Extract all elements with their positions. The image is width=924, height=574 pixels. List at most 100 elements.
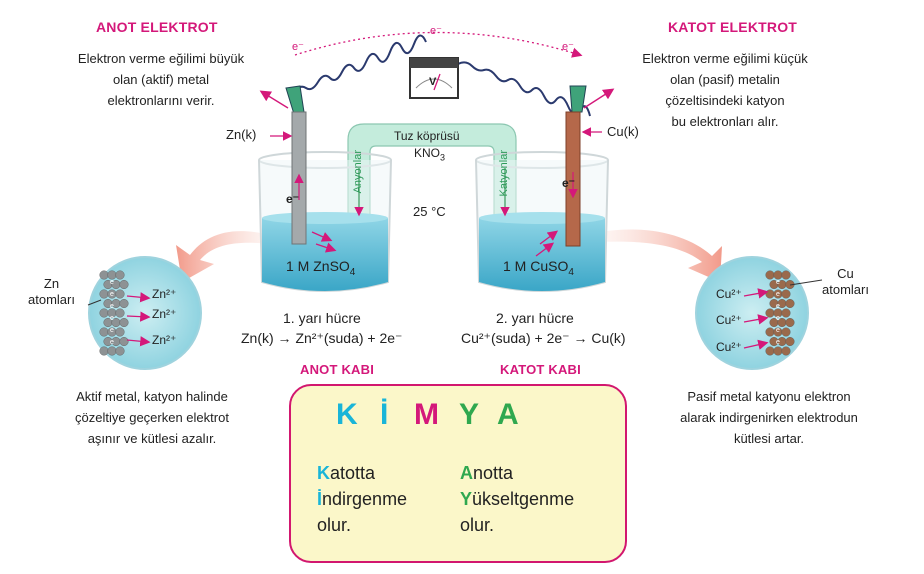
kimya-rest: olur. (460, 515, 495, 535)
atom (773, 270, 783, 280)
kimya-rest: notta (473, 463, 514, 483)
cu-ion-label: Cu²⁺ (716, 287, 742, 301)
salt-bridge-title: Tuz köprüsü (394, 129, 460, 143)
zinc-atoms-label: Zn atomları (28, 276, 75, 308)
anion-arrow-2 (315, 242, 337, 253)
kimya-cap: K (317, 463, 330, 483)
cu-ion-label: Cu²⁺ (716, 313, 742, 327)
anode-clip (285, 85, 305, 115)
atom (99, 308, 109, 318)
kimya-rest: ükseltgenme (472, 489, 575, 509)
zoom-label-line: atomları (28, 292, 75, 307)
formula-subscript: 3 (440, 152, 446, 163)
zn-ion-label: Zn²⁺ (152, 307, 177, 321)
electron-symbol: e (776, 291, 780, 298)
left-half-reaction: Zn(k) → Zn²⁺(suda) + 2e⁻ (241, 330, 403, 346)
copper-atoms-label: Cu atomları (822, 266, 869, 298)
electron-symbol: e (776, 303, 780, 310)
anode-note-line: aşınır ve kütlesi azalır. (87, 431, 217, 446)
wire-right (457, 61, 591, 117)
kimya-rest: ndirgenme (322, 489, 408, 509)
temperature-label: 25 °C (413, 204, 446, 219)
atom (99, 270, 109, 280)
left-half-cell-name: 1. yarı hücre (283, 310, 361, 326)
kimya-letter-y: Y (459, 398, 480, 431)
atom (785, 337, 795, 347)
atom (765, 270, 775, 280)
anode-electron-label: e⁻ (286, 192, 300, 206)
atom (115, 289, 125, 299)
salt-bridge-formula: KNO3 (414, 146, 445, 162)
cathode-description: Elektron verme eğilimi küçük olan (pasif… (612, 48, 838, 132)
kimya-left-line: İndirgenme (317, 486, 407, 512)
cathode-title: KATOT ELEKTROT (668, 19, 798, 35)
cathode-desc-line: bu elektronları alır. (671, 114, 779, 129)
anode-desc-line: Elektron verme eğilimi büyük (77, 51, 245, 66)
cathode-note-line: Pasif metal katyonu elektron (687, 389, 851, 404)
electron-symbol: e (110, 279, 114, 286)
kimya-cap: Y (460, 489, 473, 509)
kimya-right-line: olur. (460, 512, 574, 538)
cathode-note-line: alarak indirgenirken elektrodun (680, 410, 858, 425)
electron-symbol: e (110, 339, 114, 346)
anode-desc-line: olan (aktif) metal (112, 72, 210, 87)
electron-symbol: e (776, 279, 780, 286)
cathode-clip (569, 85, 587, 113)
atom (765, 327, 775, 337)
electron-label-left: e⁻ (292, 41, 304, 53)
zn-ion-label: Zn²⁺ (152, 287, 177, 301)
kimya-right-line: Anotta (460, 460, 574, 486)
anode-vessel-label: ANOT KABI (300, 362, 375, 377)
cation-arrow-2 (535, 242, 555, 257)
right-half-cell-name: 2. yarı hücre (496, 310, 574, 326)
kimya-left-line: Katotta (317, 460, 407, 486)
atom (107, 346, 117, 356)
anode-desc-line: elektronlarını verir. (107, 93, 215, 108)
cathode-vessel-label: KATOT KABI (500, 362, 581, 377)
kimya-left-line: olur. (317, 512, 407, 538)
zoom-arrow-left (176, 231, 270, 282)
atom (115, 308, 125, 318)
electron-label-mid: e⁻ (430, 25, 442, 37)
atom (115, 327, 125, 337)
cathode-desc-line: çözeltisindeki katyon (665, 93, 785, 108)
atom (781, 270, 791, 280)
zoom-label-line: atomları (822, 282, 869, 297)
atom (765, 308, 775, 318)
kimya-letter-a: A (497, 398, 519, 431)
cations-label: Katyonlar (498, 150, 510, 197)
atom (99, 327, 109, 337)
anode-title: ANOT ELEKTROT (96, 19, 218, 35)
atom (115, 346, 125, 356)
atom (773, 346, 783, 356)
atom (119, 318, 129, 328)
cation-arrow-1 (539, 230, 559, 245)
wire-left (293, 34, 427, 93)
cathode-out-arrow (583, 88, 615, 109)
zoom-label-line: Cu (837, 266, 854, 281)
atom (785, 318, 795, 328)
solution-subscript: 4 (568, 266, 574, 278)
atom (99, 289, 109, 299)
electron-symbol: e (776, 315, 780, 322)
left-solution-label: 1 M ZnSO4 (286, 258, 355, 278)
atom (765, 289, 775, 299)
kimya-letter-k: K (336, 398, 358, 431)
anode-note-line: çözeltiye geçerken elektrot (75, 410, 229, 425)
atom (781, 289, 791, 299)
anions-label: Anyonlar (352, 150, 364, 194)
electron-symbol: e (110, 315, 114, 322)
atom (119, 337, 129, 347)
atom (781, 327, 791, 337)
cathode-desc-line: Elektron verme eğilimi küçük (642, 51, 808, 66)
kimya-rest: atotta (330, 463, 376, 483)
cathode-electron-label: e⁻ (562, 176, 576, 190)
kimya-rest: olur. (317, 515, 352, 535)
cu-ion-label: Cu²⁺ (716, 340, 742, 354)
zoom-label-line: Zn (43, 276, 60, 291)
solution-text: 1 M CuSO (503, 258, 569, 274)
zinc-metal-label: Zn(k) (226, 127, 257, 142)
